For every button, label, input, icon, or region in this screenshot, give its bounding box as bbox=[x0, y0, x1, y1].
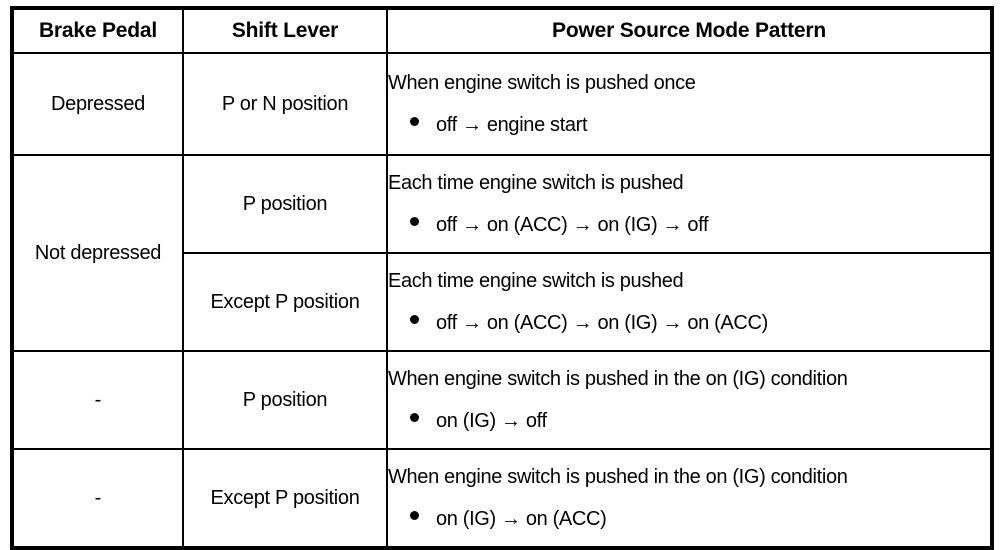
cell-power-source-mode-pattern: When engine switch is pushed in the on (… bbox=[386, 350, 993, 450]
table-row: Except P position Each time engine switc… bbox=[12, 252, 993, 352]
cell-brake-pedal: Not depressed bbox=[11, 154, 184, 352]
cell-shift-lever: P or N position bbox=[182, 52, 388, 156]
cell-shift-lever: P position bbox=[182, 350, 388, 450]
cell-power-source-mode-pattern: Each time engine switch is pushed off → … bbox=[386, 252, 993, 352]
table-row: Depressed P or N position When engine sw… bbox=[11, 52, 993, 156]
table-header-row: Brake Pedal Shift Lever Power Source Mod… bbox=[11, 7, 993, 54]
pattern-headline: When engine switch is pushed once bbox=[388, 72, 696, 94]
cell-shift-lever: Except P position bbox=[182, 448, 388, 549]
table-row: - Except P position When engine switch i… bbox=[11, 448, 993, 549]
table-row: - P position When engine switch is pushe… bbox=[11, 350, 993, 450]
pattern-bullet-text: off → engine start bbox=[436, 114, 588, 136]
pattern-bullet-item: off → engine start bbox=[388, 112, 990, 138]
power-source-mode-table: Brake Pedal Shift Lever Power Source Mod… bbox=[10, 6, 994, 550]
pattern-bullet-item: on (IG) → off bbox=[388, 408, 990, 434]
pattern-bullet-text: on (IG) → on (ACC) bbox=[436, 508, 607, 530]
bullet-dot-icon bbox=[410, 117, 419, 126]
pattern-bullet-item: off → on (ACC) → on (IG) → on (ACC) bbox=[388, 310, 990, 336]
pattern-bullet-item: on (IG) → on (ACC) bbox=[388, 506, 990, 532]
bullet-dot-icon bbox=[410, 511, 419, 520]
column-header-brake-pedal: Brake Pedal bbox=[11, 7, 184, 54]
bullet-dot-icon bbox=[410, 413, 419, 422]
column-header-power-source-mode-pattern: Power Source Mode Pattern bbox=[386, 7, 993, 54]
bullet-dot-icon bbox=[410, 217, 419, 226]
cell-power-source-mode-pattern: When engine switch is pushed once off → … bbox=[386, 52, 993, 156]
table-row: Not depressed P position Each time engin… bbox=[11, 154, 993, 352]
column-header-shift-lever: Shift Lever bbox=[182, 7, 388, 54]
cell-brake-pedal: Depressed bbox=[11, 52, 184, 156]
pattern-bullet-text: off → on (ACC) → on (IG) → on (ACC) bbox=[436, 312, 768, 334]
pattern-bullet-text: off → on (ACC) → on (IG) → off bbox=[436, 214, 709, 236]
cell-shift-lever: P position bbox=[182, 154, 388, 254]
pattern-headline: When engine switch is pushed in the on (… bbox=[388, 368, 848, 390]
bullet-dot-icon bbox=[410, 315, 419, 324]
cell-shift-lever: Except P position bbox=[182, 252, 388, 352]
pattern-headline: Each time engine switch is pushed bbox=[388, 270, 684, 292]
pattern-headline: Each time engine switch is pushed bbox=[388, 172, 684, 194]
cell-brake-pedal: - bbox=[11, 350, 184, 450]
cell-power-source-mode-pattern: When engine switch is pushed in the on (… bbox=[386, 448, 993, 549]
cell-power-source-mode-pattern: Each time engine switch is pushed off → … bbox=[386, 154, 993, 254]
pattern-bullet-text: on (IG) → off bbox=[436, 410, 547, 432]
pattern-headline: When engine switch is pushed in the on (… bbox=[388, 466, 848, 488]
pattern-bullet-item: off → on (ACC) → on (IG) → off bbox=[388, 212, 990, 238]
cell-brake-pedal: - bbox=[11, 448, 184, 549]
